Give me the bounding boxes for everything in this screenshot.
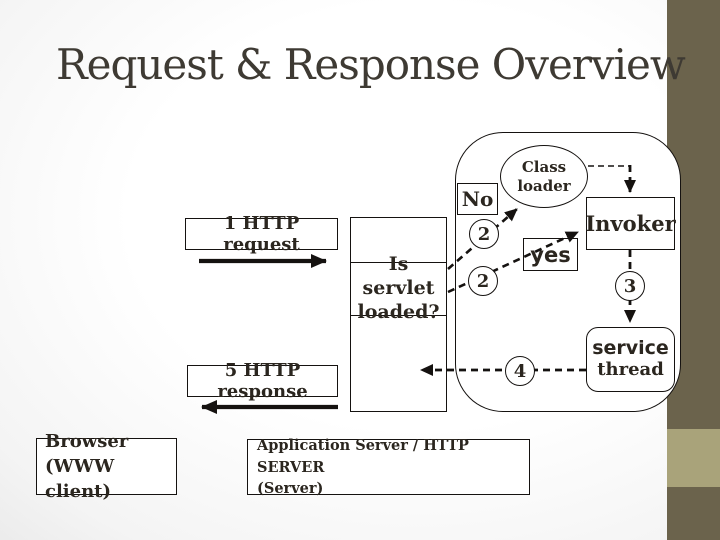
class-loader-node: Class loader: [500, 145, 588, 208]
yes-branch-label: yes: [523, 238, 578, 271]
invoker-node: Invoker: [585, 197, 676, 250]
slide-side-bar-accent: [667, 429, 720, 487]
step-2-circle-classloader: 2: [469, 219, 499, 249]
application-server-box: Application Server / HTTP SERVER (Server…: [247, 437, 530, 497]
step-4-circle: 4: [505, 356, 535, 386]
page-title: Request & Response Overview: [56, 40, 686, 89]
service-thread-node: service thread: [586, 327, 675, 392]
servlet-check-column: Is servlet loaded?: [350, 217, 447, 412]
http-response-label: 5 HTTP response: [187, 360, 338, 402]
service-thread-line1: service: [592, 337, 669, 360]
service-thread-line2: thread: [597, 359, 664, 381]
step-2-circle-invoker: 2: [468, 266, 498, 296]
browser-client-box: Browser (WWW client): [36, 431, 177, 502]
step-3-circle: 3: [615, 271, 645, 301]
http-request-label: 1 HTTP request: [185, 213, 338, 255]
no-branch-label: No: [457, 183, 498, 215]
is-servlet-loaded-label: Is servlet loaded?: [351, 253, 446, 323]
servlet-check-bottom-cell: [351, 316, 446, 411]
